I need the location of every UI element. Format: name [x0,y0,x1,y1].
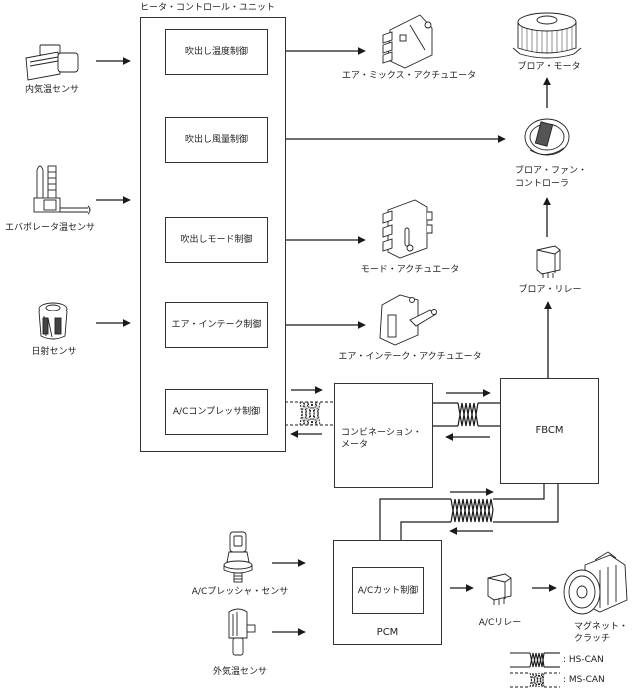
air-intake-actuator-label: エア・インテーク・アクチュエータ [338,352,482,362]
hs-can-link-meter-fbcm [433,389,500,441]
blower-motor-label: ブロア・モータ [517,62,581,72]
control-air-intake-label: エア・インテーク制御 [171,320,262,330]
air-mix-actuator-icon [382,14,433,69]
mode-actuator-icon [382,199,433,259]
control-outlet-volume-label: 吹出し風量制御 [184,135,248,145]
control-outlet-temp-label: 吹出し温度制御 [184,47,248,57]
cabin-temp-sensor-label: 内気温センサ [24,85,80,95]
blower-relay-label: ブロア・リレー [518,285,582,295]
control-ac-compressor-label: A/Cコンプレッサ制御 [172,407,261,417]
hcu-title: ヒータ・コントロール・ユニット [140,3,276,13]
legend-ms-can-label: : MS-CAN [563,675,605,685]
control-outlet-temp: 吹出し温度制御 [165,29,268,75]
magnet-clutch-label-1: マグネット・ [574,622,629,632]
air-mix-actuator-label: エア・ミックス・アクチュエータ [341,71,477,81]
pcm: A/Cカット制御 PCM [333,540,442,645]
ac-pressure-sensor-label: A/Cプレッシャ・センサ [191,587,289,597]
combination-meter-label-2: メータ [341,440,369,450]
control-outlet-mode-label: 吹出しモード制御 [180,235,253,245]
solar-sensor-label: 日射センサ [31,347,77,357]
combination-meter: コンビネーション・ メータ [334,383,433,488]
magnet-clutch-icon [563,551,628,615]
ac-pressure-sensor-icon [223,531,253,583]
evaporator-temp-sensor-icon [33,165,91,215]
ac-cut-control: A/Cカット制御 [352,567,424,614]
fbcm-label: FBCM [535,425,564,436]
cabin-temp-sensor-icon [25,44,79,81]
blower-fan-controller-label-2: コントローラ [515,179,570,189]
ac-relay-label: A/Cリレー [478,618,522,628]
control-outlet-volume: 吹出し風量制御 [165,117,268,163]
ms-can-link [285,386,335,438]
legend-hs-can-symbol [510,652,560,668]
legend-hs-can-label: : HS-CAN [563,655,604,665]
solar-sensor-icon [38,302,68,340]
ac-relay-icon [487,573,512,605]
ambient-temp-sensor-label: 外気温センサ [212,667,268,677]
control-outlet-mode: 吹出しモード制御 [165,217,268,263]
air-intake-actuator-icon [379,294,437,346]
fbcm: FBCM [500,378,599,484]
pcm-label: PCM [376,627,399,638]
ambient-temp-sensor-icon [228,608,256,656]
ac-cut-control-label: A/Cカット制御 [357,585,419,596]
control-ac-compressor: A/Cコンプレッサ制御 [165,389,268,435]
magnet-clutch-label-2: クラッチ [574,634,611,644]
blower-relay-icon [536,245,561,278]
mode-actuator-label: モード・アクチュエータ [360,265,460,275]
evaporator-temp-sensor-label: エバポレータ温センサ [4,223,96,233]
control-air-intake: エア・インテーク制御 [165,302,268,348]
hs-can-link-fbcm-pcm [379,480,559,540]
blower-motor-icon [512,12,582,59]
legend-ms-can-symbol [510,672,560,688]
blower-fan-controller-icon [524,118,570,156]
blower-fan-controller-label-1: ブロア・ファン・ [515,166,588,176]
combination-meter-label-1: コンビネーション・ [341,428,422,438]
